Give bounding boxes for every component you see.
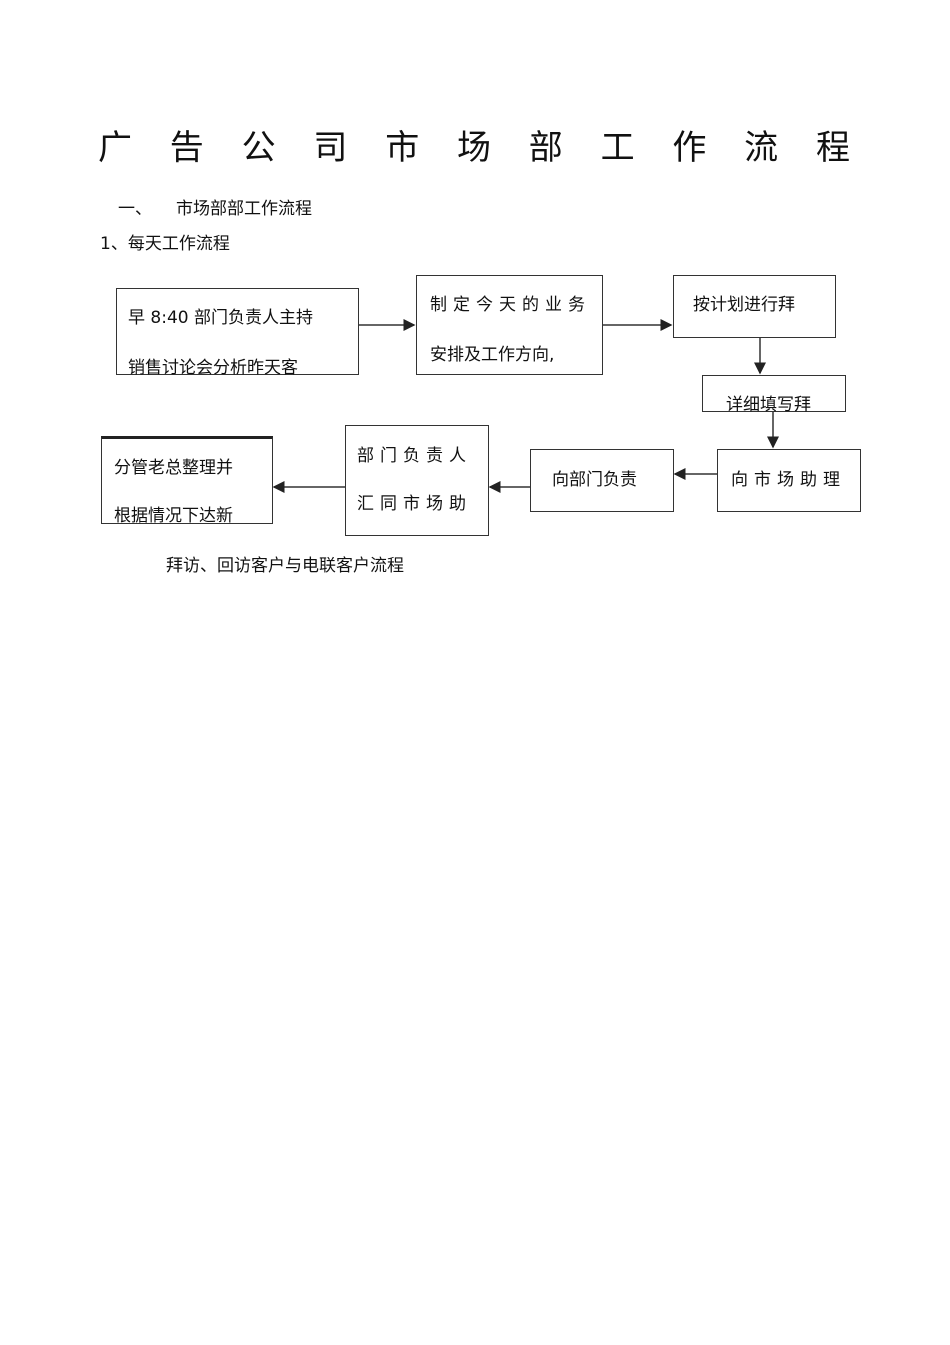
- flow-box-fill-visit: [702, 375, 846, 412]
- flow-box-manager-summary: [345, 425, 489, 536]
- flow-box-morning-meeting: [116, 288, 359, 375]
- flow-text: 按计划进行拜: [693, 295, 795, 315]
- title-char: 场: [456, 128, 491, 168]
- title-char: 告: [169, 128, 204, 168]
- document-title: 广 告 公 司 市 场 部 工 作 流 程: [98, 128, 850, 168]
- title-char: 流: [744, 128, 779, 168]
- subsection-heading: 1、每天工作流程: [100, 234, 230, 254]
- flow-box-to-manager: [530, 449, 674, 512]
- flow-text: 部门负责人: [357, 446, 472, 466]
- next-heading: 拜访、回访客户与电联客户流程: [166, 556, 404, 576]
- flow-text: 安排及工作方向,: [430, 345, 555, 365]
- title-char: 程: [815, 128, 850, 168]
- section-heading: 市场部部工作流程: [176, 199, 312, 219]
- flow-text: 根据情况下达新: [114, 506, 233, 526]
- flow-box-plan-today: [416, 275, 603, 375]
- title-char: 公: [241, 128, 276, 168]
- flow-box-visit-plan: [673, 275, 836, 338]
- flow-text: 向部门负责: [552, 470, 637, 490]
- title-char: 部: [528, 128, 563, 168]
- title-char: 市: [385, 128, 420, 168]
- flow-text: 向市场助理: [731, 470, 846, 490]
- flow-text: 制定今天的业务: [430, 295, 591, 315]
- flow-text: 销售讨论会分析昨天客: [128, 358, 298, 378]
- flow-box-to-assistant: [717, 449, 861, 512]
- title-char: 工: [600, 128, 635, 168]
- flow-box-gm-summary: [101, 436, 273, 524]
- flow-text: 详细填写拜: [726, 395, 811, 415]
- flow-text: 分管老总整理并: [114, 458, 233, 478]
- title-char: 作: [672, 128, 707, 168]
- flow-arrows: [272, 319, 779, 493]
- flow-text: 早 8:40 部门负责人主持: [128, 308, 313, 328]
- flow-text: 汇同市场助: [357, 494, 472, 514]
- title-char: 广: [98, 128, 132, 168]
- title-char: 司: [313, 128, 348, 168]
- section-number: 一、: [118, 199, 152, 219]
